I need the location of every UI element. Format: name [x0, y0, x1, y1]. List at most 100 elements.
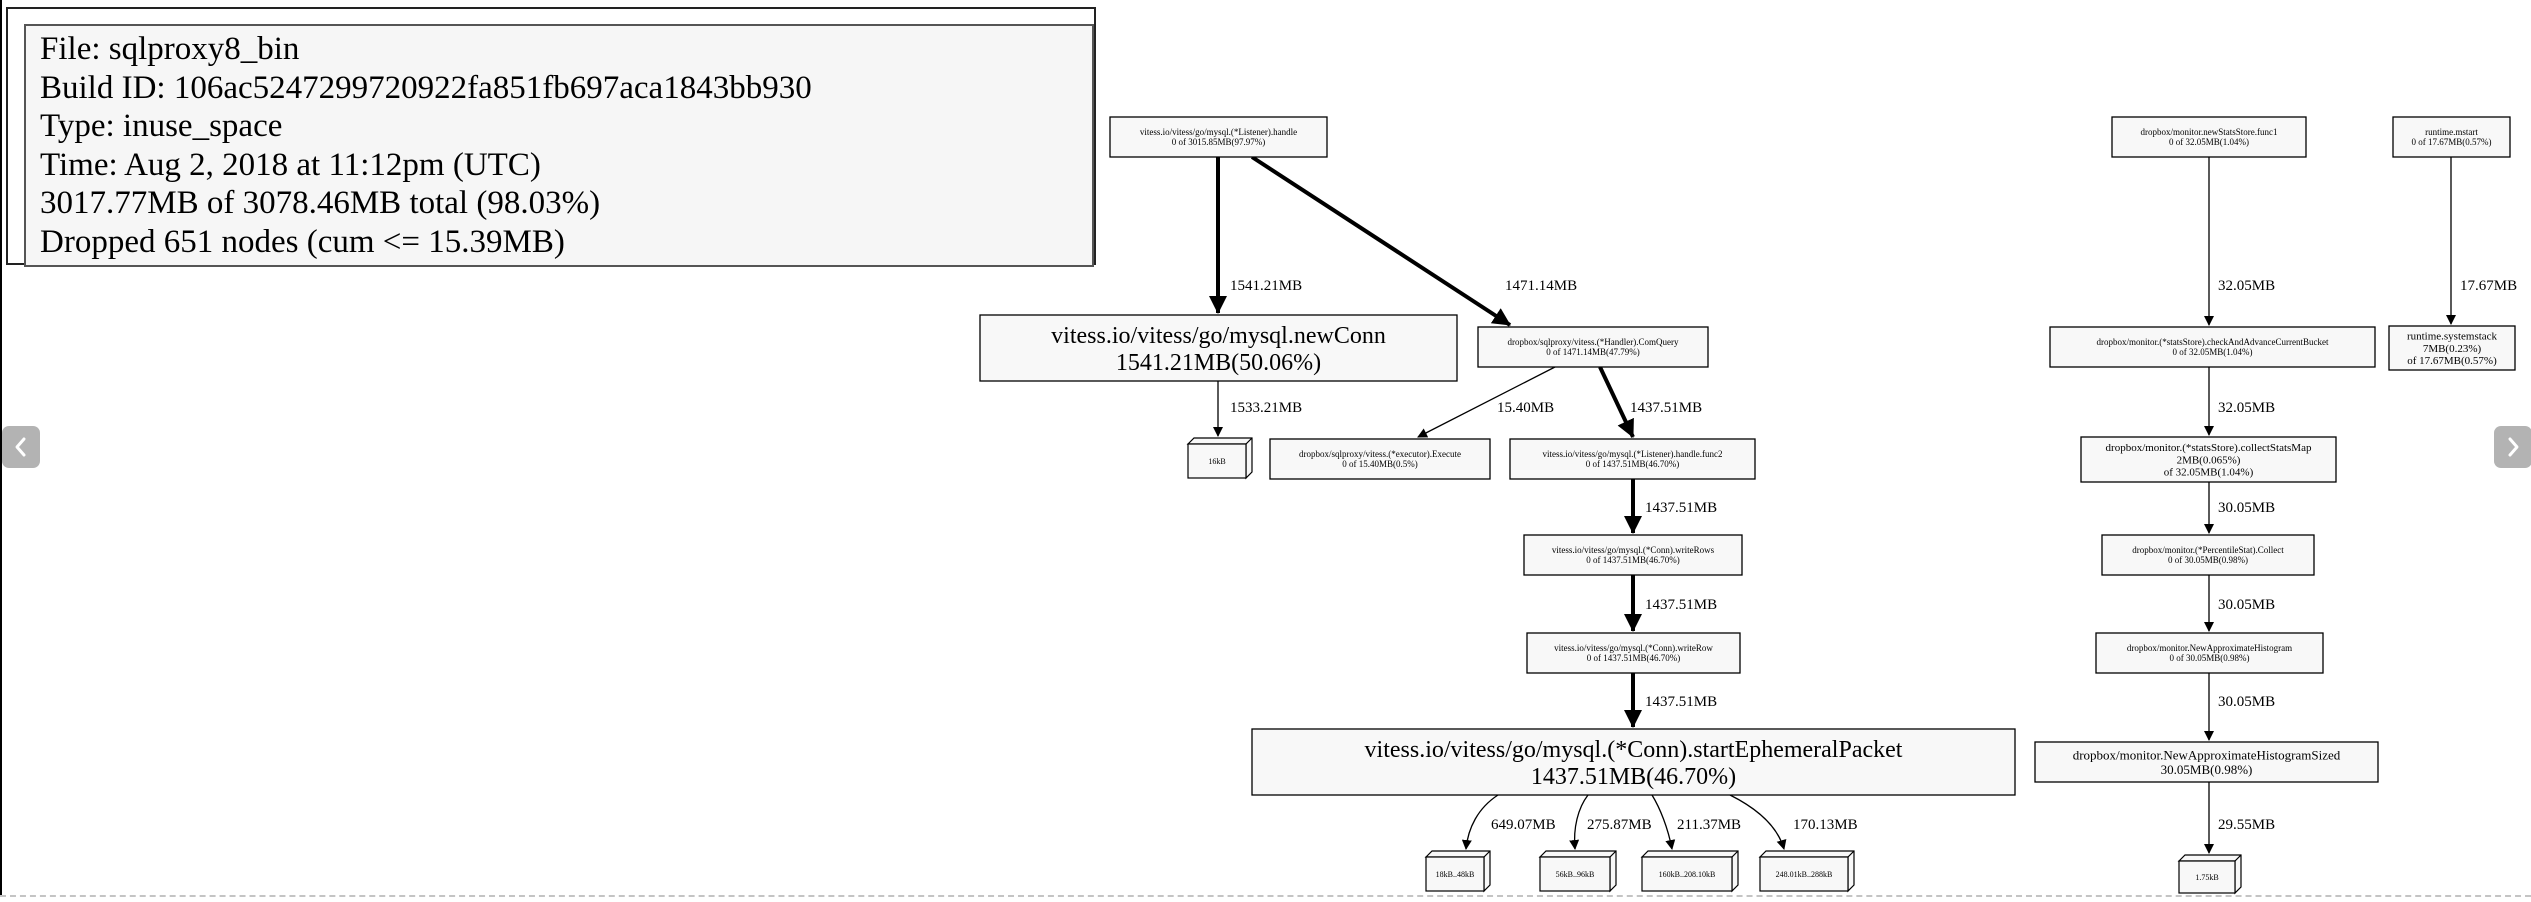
node-value: 2MB(0.065%) — [2177, 454, 2241, 466]
edge-newstatsstore_func1-to-check_advance_bucket[interactable]: 32.05MB — [2204, 157, 2275, 326]
node-box — [979, 314, 1458, 382]
node-title: 160kB..208.10kB — [1659, 870, 1716, 879]
node-percentilestat_collect[interactable]: dropbox/monitor.(*PercentileStat).Collec… — [2101, 534, 2315, 576]
node-bucket_56_96[interactable]: 56kB..96kB — [1538, 850, 1617, 893]
node-listener_handle_func2[interactable]: vitess.io/vitess/go/mysql.(*Listener).ha… — [1509, 438, 1756, 480]
node-box — [2101, 534, 2315, 576]
node-bucket_248_288[interactable]: 248.01kB..288kB — [1758, 850, 1855, 893]
node-box-3d-corner — [1847, 850, 1855, 858]
node-new_approx_histogram_sized[interactable]: dropbox/monitor.NewApproximateHistogramS… — [2034, 741, 2379, 783]
node-box — [1526, 632, 1741, 674]
node-box — [2111, 116, 2307, 158]
edge-start_ephemeral-to-bucket_56_96[interactable]: 275.87MB — [1569, 794, 1652, 850]
node-executor_execute[interactable]: dropbox/sqlproxy/vitess.(*executor).Exec… — [1269, 438, 1491, 480]
node-check_advance_bucket[interactable]: dropbox/monitor.(*statsStore).checkAndAd… — [2049, 326, 2376, 368]
edge-listener_handle-to-comquery[interactable]: 1471.14MB — [1250, 155, 1577, 327]
edge-listener_handle-to-newconn[interactable]: 1541.21MB — [1209, 157, 1302, 314]
legend-time: Time: Aug 2, 2018 at 11:12pm (UTC) — [40, 146, 541, 183]
node-comquery[interactable]: dropbox/sqlproxy/vitess.(*Handler).ComQu… — [1477, 326, 1709, 368]
edge-label: 15.40MB — [1497, 400, 1554, 416]
node-title: 248.01kB..288kB — [1776, 870, 1833, 879]
nodes-layer: vitess.io/vitess/go/mysql.(*Listener).ha… — [979, 116, 2516, 895]
edge-line — [1417, 366, 1556, 438]
node-value: 1541.21MB(50.06%) — [1116, 350, 1321, 376]
edge-new_approx_histogram-to-new_approx_histogram_sized[interactable]: 30.05MB — [2204, 673, 2275, 741]
edge-start_ephemeral-to-bucket_160_208[interactable]: 211.37MB — [1651, 794, 1741, 850]
node-new_approx_histogram[interactable]: dropbox/monitor.NewApproximateHistogram0… — [2095, 632, 2324, 674]
node-title: vitess.io/vitess/go/mysql.(*Listener).ha… — [1543, 449, 1723, 459]
edge-comquery-to-executor_execute[interactable]: 15.40MB — [1417, 366, 1556, 438]
node-bucket_18_48[interactable]: 18kB..48kB — [1424, 850, 1491, 893]
node-title: 18kB..48kB — [1436, 870, 1475, 879]
node-value: 0 of 1471.14MB(47.79%) — [1546, 347, 1640, 357]
node-start_ephemeral[interactable]: vitess.io/vitess/go/mysql.(*Conn).startE… — [1251, 728, 2016, 796]
node-histsized_1_75kb[interactable]: 1.75kB — [2177, 854, 2242, 895]
edge-percentilestat_collect-to-new_approx_histogram[interactable]: 30.05MB — [2204, 575, 2275, 632]
node-value: 0 of 1437.51MB(46.70%) — [1586, 555, 1680, 565]
node-collectstatsmap[interactable]: dropbox/monitor.(*statsStore).collectSta… — [2080, 436, 2337, 483]
edge-start_ephemeral-to-bucket_18_48[interactable]: 649.07MB — [1461, 794, 1556, 850]
node-title: dropbox/monitor.newStatsStore.func1 — [2141, 127, 2278, 137]
node-title: runtime.systemstack — [2407, 331, 2498, 343]
node-value: 0 of 32.05MB(1.04%) — [2173, 347, 2253, 357]
edge-collectstatsmap-to-percentilestat_collect[interactable]: 30.05MB — [2204, 482, 2275, 534]
node-title: runtime.mstart — [2425, 127, 2478, 137]
node-writerows[interactable]: vitess.io/vitess/go/mysql.(*Conn).writeR… — [1523, 534, 1743, 576]
edge-runtime_mstart-to-runtime_systemstack[interactable]: 17.67MB — [2446, 157, 2517, 325]
node-writerow[interactable]: vitess.io/vitess/go/mysql.(*Conn).writeR… — [1526, 632, 1741, 674]
node-newconn[interactable]: vitess.io/vitess/go/mysql.newConn1541.21… — [979, 314, 1458, 382]
edge-listener_handle_func2-to-writerows[interactable]: 1437.51MB — [1624, 479, 1717, 534]
node-box — [1477, 326, 1709, 368]
node-box — [2095, 632, 2324, 674]
node-newconn_16kb[interactable]: 16kB — [1186, 437, 1253, 480]
node-box — [2049, 326, 2376, 368]
edge-label: 30.05MB — [2218, 694, 2275, 710]
node-listener_handle[interactable]: vitess.io/vitess/go/mysql.(*Listener).ha… — [1109, 116, 1328, 158]
node-box — [1251, 728, 2016, 796]
viewport-left-border — [0, 0, 2, 897]
edge-label: 1437.51MB — [1645, 694, 1717, 710]
edge-start_ephemeral-to-bucket_248_288[interactable]: 170.13MB — [1729, 794, 1858, 850]
edge-line — [1569, 794, 1589, 850]
edge-check_advance_bucket-to-collectstatsmap[interactable]: 32.05MB — [2204, 367, 2275, 436]
next-button[interactable] — [2494, 426, 2531, 468]
node-value: 30.05MB(0.98%) — [2161, 762, 2253, 777]
edge-label: 649.07MB — [1491, 817, 1556, 833]
node-title: 1.75kB — [2195, 873, 2218, 882]
edge-writerow-to-start_ephemeral[interactable]: 1437.51MB — [1624, 673, 1717, 728]
node-value: 0 of 1437.51MB(46.70%) — [1586, 459, 1680, 469]
node-title: dropbox/sqlproxy/vitess.(*Handler).ComQu… — [1508, 337, 1679, 347]
edge-line — [1250, 155, 1512, 327]
node-value: of 32.05MB(1.04%) — [2164, 467, 2254, 479]
node-box — [1269, 438, 1491, 480]
viewport-bottom-divider — [0, 895, 2531, 897]
edge-line — [1729, 794, 1787, 850]
node-title: vitess.io/vitess/go/mysql.(*Listener).ha… — [1140, 127, 1297, 137]
profile-legend-box: File: sqlproxy8_bin Build ID: 106ac52472… — [24, 24, 1094, 267]
node-value: 0 of 17.67MB(0.57%) — [2412, 137, 2492, 147]
node-title: dropbox/monitor.(*statsStore).checkAndAd… — [2097, 337, 2329, 347]
node-title: dropbox/monitor.NewApproximateHistogramS… — [2073, 747, 2341, 762]
node-value: 7MB(0.23%) — [2423, 343, 2482, 355]
node-bucket_160_208[interactable]: 160kB..208.10kB — [1640, 850, 1739, 893]
edge-label: 29.55MB — [2218, 817, 2275, 833]
node-box — [2080, 436, 2337, 483]
edge-newconn-to-newconn_16kb[interactable]: 1533.21MB — [1213, 381, 1302, 437]
edge-new_approx_histogram_sized-to-histsized_1_75kb[interactable]: 29.55MB — [2204, 782, 2275, 854]
edge-label: 1541.21MB — [1230, 278, 1302, 294]
node-box — [2178, 860, 2236, 894]
edge-label: 170.13MB — [1793, 817, 1858, 833]
edge-label: 32.05MB — [2218, 400, 2275, 416]
legend-file: File: sqlproxy8_bin — [40, 31, 300, 67]
node-title: vitess.io/vitess/go/mysql.(*Conn).startE… — [1365, 737, 1903, 763]
node-box — [1759, 856, 1849, 892]
previous-button[interactable] — [2, 426, 40, 468]
edge-writerows-to-writerow[interactable]: 1437.51MB — [1624, 575, 1717, 632]
edge-comquery-to-listener_handle_func2[interactable]: 1437.51MB — [1598, 366, 1702, 438]
